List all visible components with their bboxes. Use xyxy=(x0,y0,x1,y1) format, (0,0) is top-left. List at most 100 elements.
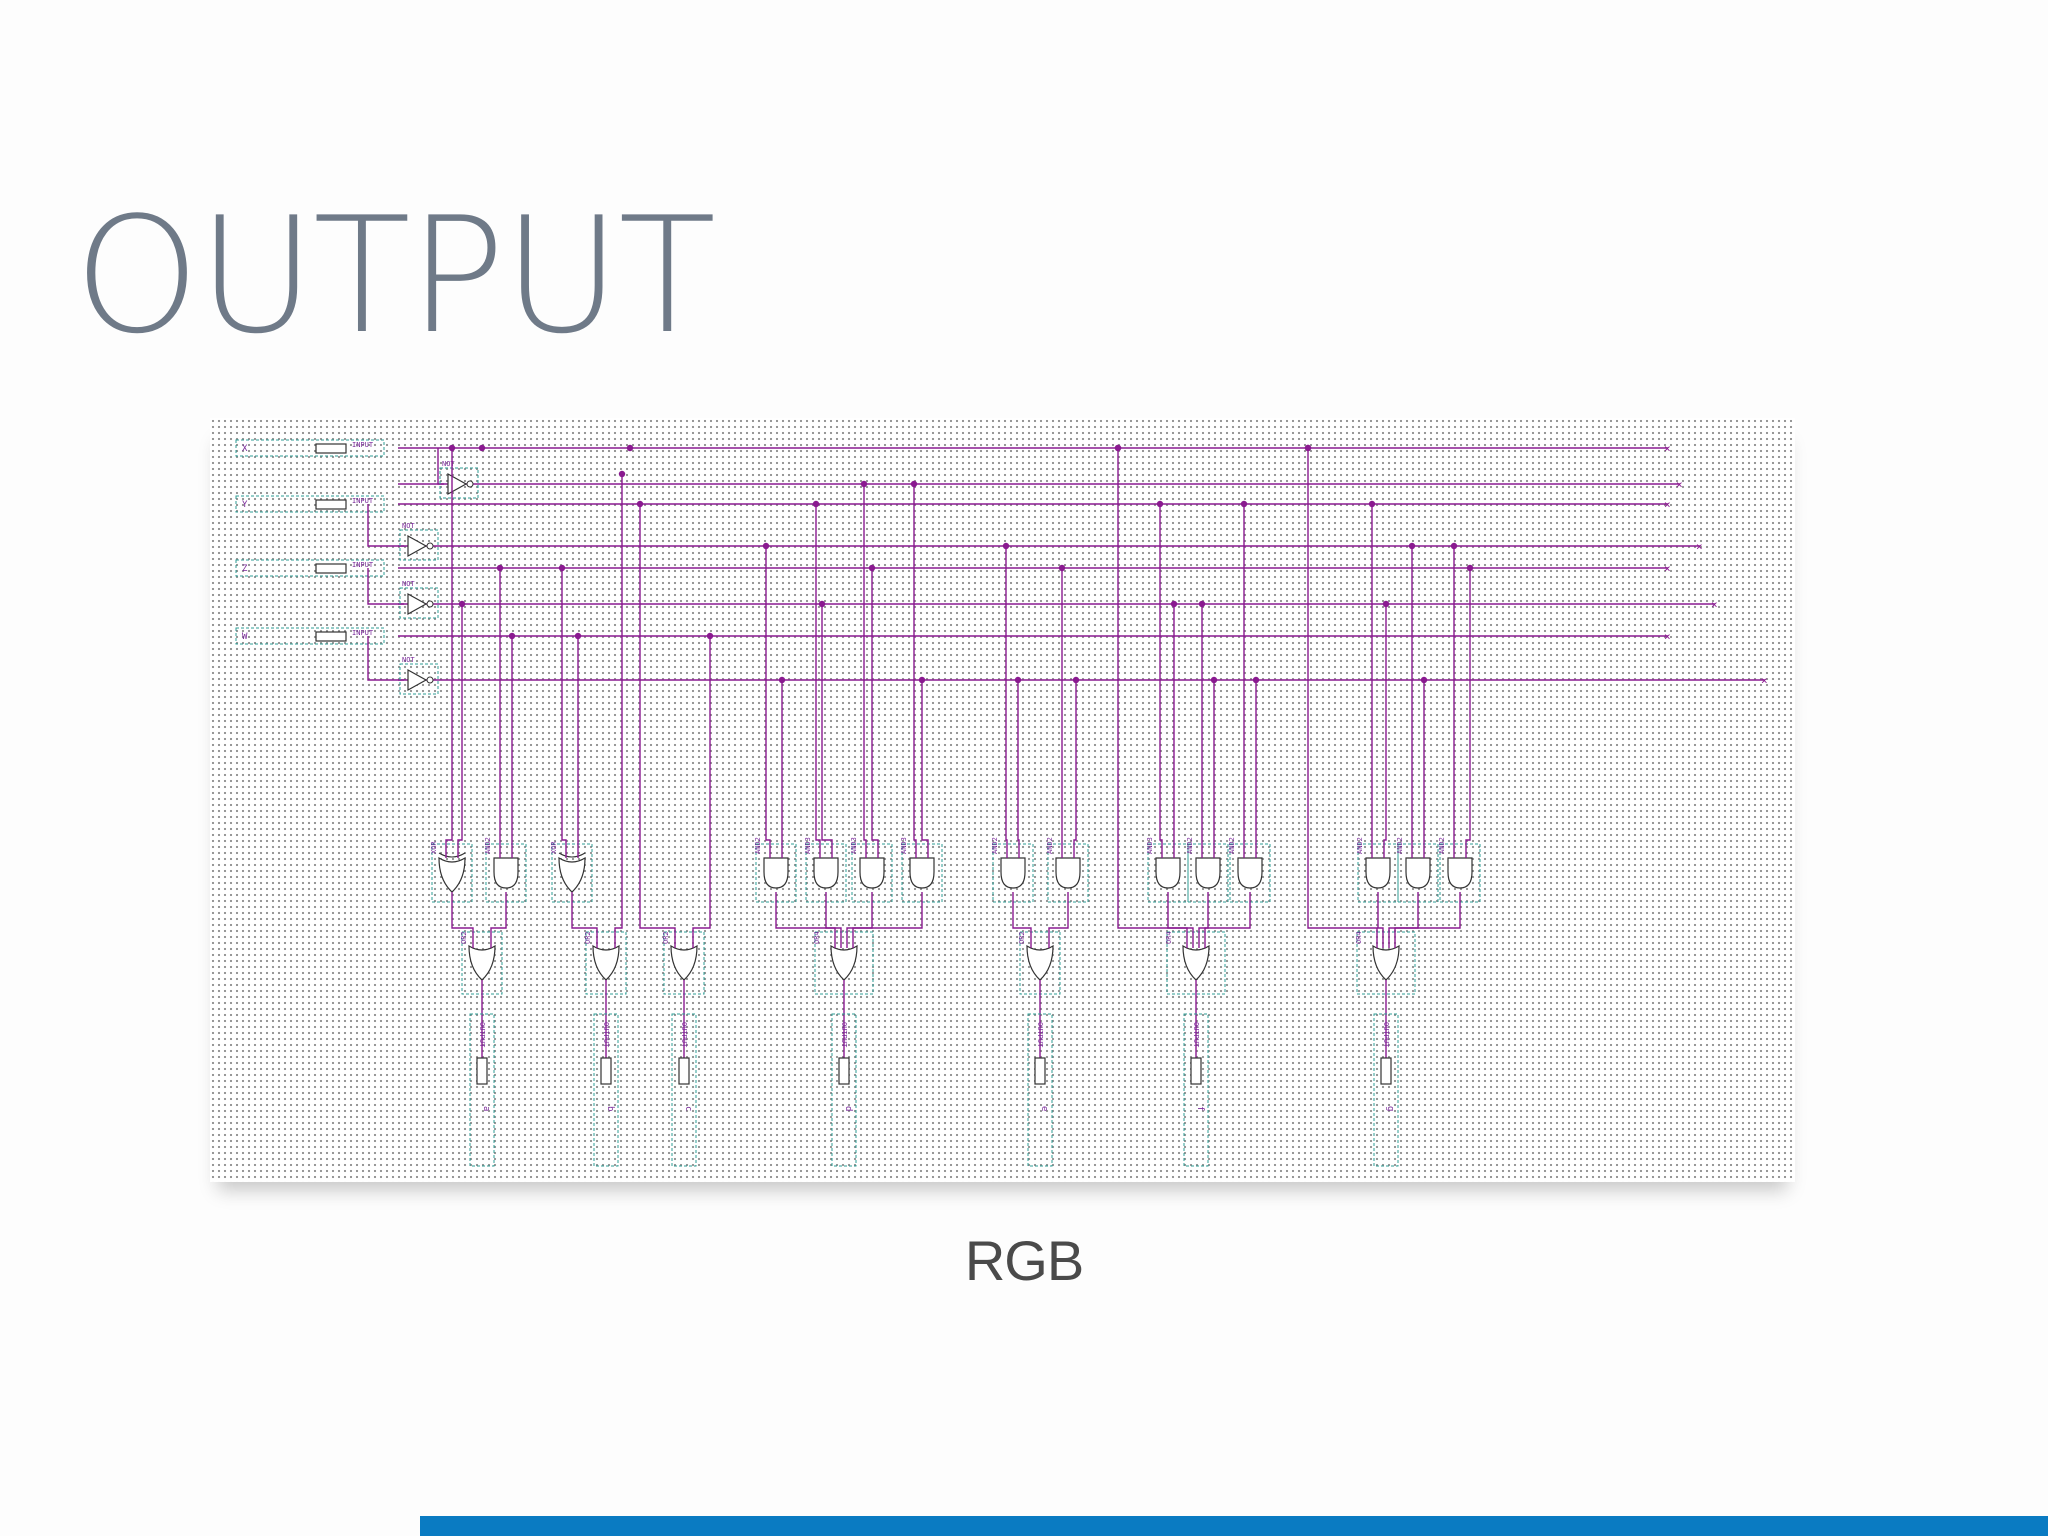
inverter-symbol xyxy=(447,472,468,496)
output-pin-box xyxy=(593,1013,619,1167)
wire-junction xyxy=(508,632,516,640)
wire-junction xyxy=(1072,676,1080,684)
gate-input-wire xyxy=(863,484,867,858)
and-gate xyxy=(1237,857,1263,889)
wire-junction xyxy=(558,564,566,572)
gate-input-wire xyxy=(1159,504,1163,858)
and-gate xyxy=(1055,857,1081,889)
no-connect-mark: × xyxy=(1664,442,1671,455)
wire-junction xyxy=(1210,676,1218,684)
inverter-feed xyxy=(367,568,404,605)
gate-label: AND3 xyxy=(900,837,908,854)
output-gate-label: OR4 xyxy=(1165,931,1173,944)
wire-junction xyxy=(1304,444,1312,452)
wire-junction xyxy=(778,676,786,684)
inverter-label: NOT xyxy=(402,580,415,588)
input-pin-name: W xyxy=(242,632,248,642)
or-input-wire xyxy=(1198,892,1209,948)
or-input-wire xyxy=(490,892,507,948)
output-pin-symbol xyxy=(1034,1057,1046,1085)
output-pin-symbol xyxy=(1190,1057,1202,1085)
input-pin-symbol xyxy=(315,499,347,510)
wire-junction xyxy=(1170,600,1178,608)
wire-junction xyxy=(762,542,770,550)
gate-label: AND2 xyxy=(991,837,999,854)
wire-junction xyxy=(1408,542,1416,550)
output-pin-name: b xyxy=(605,1106,615,1111)
gate-input-wire xyxy=(1465,568,1471,858)
or-gate xyxy=(592,944,620,981)
gate-input-wire xyxy=(815,504,821,858)
output-pin-symbol xyxy=(838,1057,850,1085)
footer-accent-bar xyxy=(420,1516,2048,1536)
and-gate xyxy=(1405,857,1431,889)
input-pin-box xyxy=(235,495,385,513)
or-input-wire xyxy=(1117,448,1188,948)
and-gate xyxy=(1155,857,1181,889)
and-gate xyxy=(1365,857,1391,889)
inverter-bubble xyxy=(466,480,474,488)
gate-label: AND2 xyxy=(1186,837,1194,854)
input-pin-name: X xyxy=(242,444,248,454)
and-gate xyxy=(909,857,935,889)
output-gate-label: OR2 xyxy=(1018,931,1026,944)
wire-junction xyxy=(1002,542,1010,550)
wire-junction xyxy=(458,600,466,608)
or-gate xyxy=(1026,944,1054,981)
input-pin-tag: INPUT xyxy=(352,497,374,505)
inverter-box xyxy=(399,663,439,695)
wire-junction xyxy=(1014,676,1022,684)
wire-junction xyxy=(1240,500,1248,508)
wire-junction xyxy=(706,632,714,640)
input-pin-name: Z xyxy=(242,564,248,574)
wire-junction xyxy=(618,470,626,478)
or-gate xyxy=(1182,944,1210,981)
wire-junction xyxy=(626,444,634,452)
or-input-wire xyxy=(451,892,474,948)
output-gate-label: OR2 xyxy=(662,931,670,944)
inverter-feed xyxy=(437,448,444,485)
inverter-label: NOT xyxy=(442,460,455,468)
input-pin-box xyxy=(235,559,385,577)
gate-input-wire xyxy=(1383,604,1387,858)
inverter-feed xyxy=(367,504,404,547)
output-pin-box xyxy=(1373,1013,1399,1167)
input-pin-symbol xyxy=(315,631,347,642)
or-input-wire xyxy=(639,504,676,948)
input-pin-tag: INPUT xyxy=(352,441,374,449)
wire-junction xyxy=(910,480,918,488)
wire-junction xyxy=(868,564,876,572)
gate-label: AND3 xyxy=(804,837,812,854)
no-connect-mark: × xyxy=(1711,598,1718,611)
output-pin-box xyxy=(1183,1013,1209,1167)
output-pin-name: g xyxy=(1385,1106,1395,1111)
or-gate xyxy=(1372,944,1400,981)
or-input-wire xyxy=(1388,892,1419,948)
wire-junction xyxy=(1368,500,1376,508)
gate-label: AND3 xyxy=(1146,837,1154,854)
output-pin-symbol xyxy=(678,1057,690,1085)
wire-junction xyxy=(860,480,868,488)
output-pin-symbol xyxy=(600,1057,612,1085)
output-pin-name: f xyxy=(1195,1106,1205,1111)
and-gate xyxy=(763,857,789,889)
gate-label: AND2 xyxy=(1228,837,1236,854)
xor-gate xyxy=(558,856,586,893)
schematic-caption: RGB xyxy=(964,1229,1084,1292)
and-gate xyxy=(813,857,839,889)
wire-junction xyxy=(918,676,926,684)
gate-label: AND2 xyxy=(484,837,492,854)
gate-input-wire xyxy=(457,604,463,858)
gate-input-wire xyxy=(1073,680,1077,858)
wire-junction xyxy=(496,564,504,572)
xor-input-arc xyxy=(438,852,466,858)
no-connect-mark: × xyxy=(1696,540,1703,553)
wire-junction xyxy=(1156,500,1164,508)
wire-junction xyxy=(448,444,456,452)
output-pin-tag: OUTPUT xyxy=(840,1022,848,1048)
or-input-wire xyxy=(1307,448,1378,948)
and-gate xyxy=(859,857,885,889)
gate-label: AND2 xyxy=(1396,837,1404,854)
no-connect-mark: × xyxy=(1664,498,1671,511)
